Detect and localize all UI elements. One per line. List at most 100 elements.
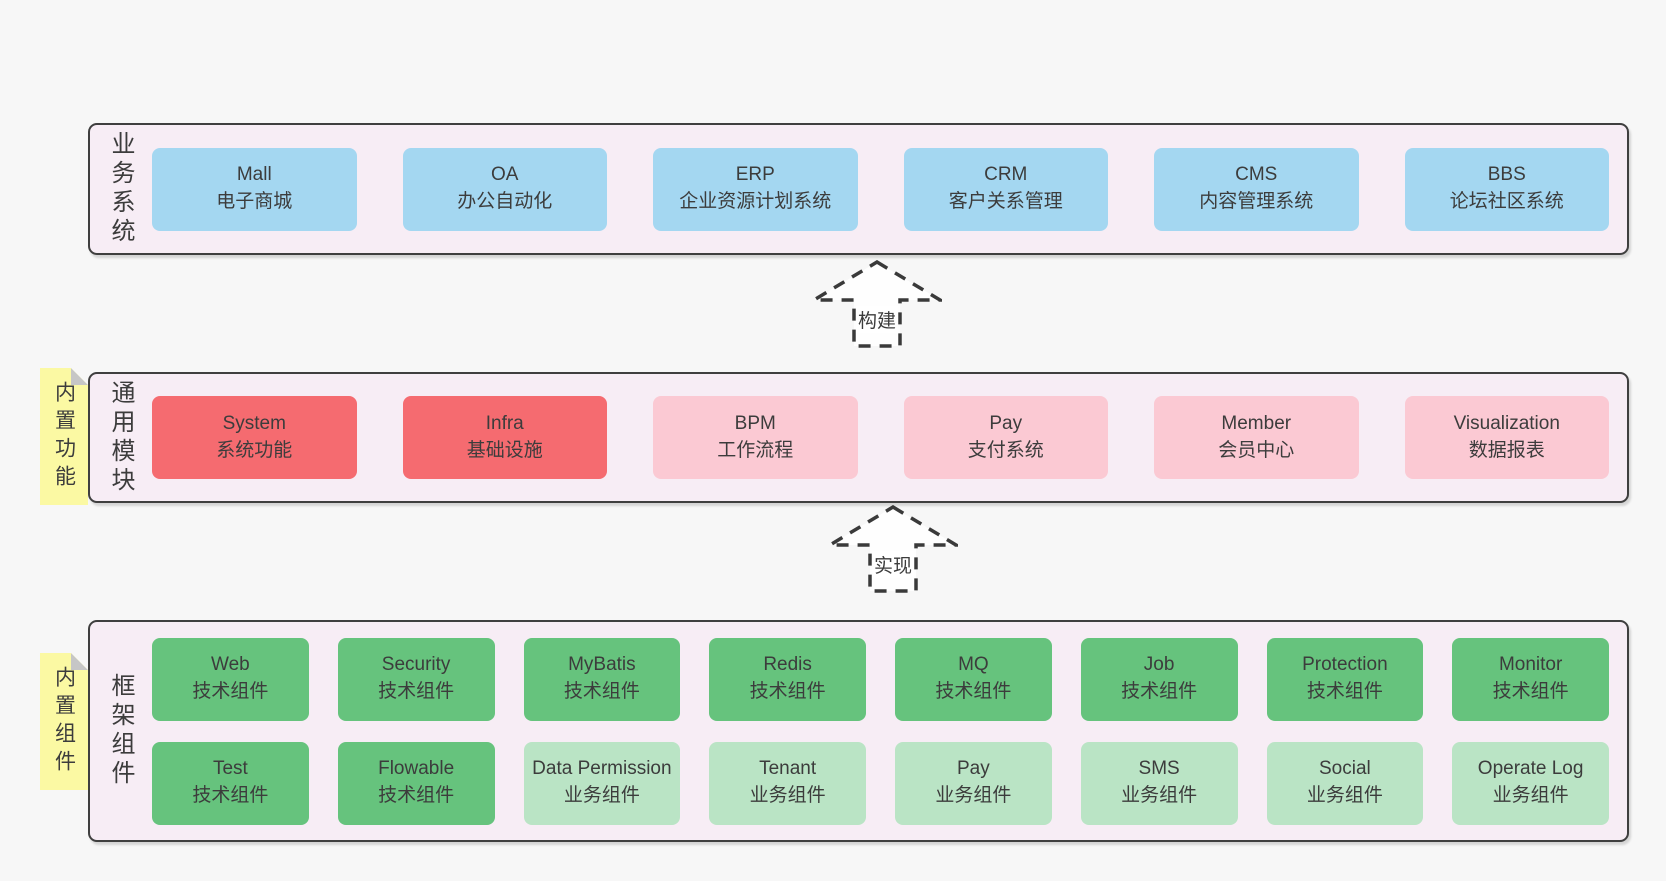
box-job: Job 技术组件	[1080, 637, 1238, 721]
box-title: Web	[211, 654, 250, 676]
box-title: Infra	[485, 412, 524, 434]
band-common-modules: 通用模块 System 系统功能 Infra 基础设施 BPM 工作流程 Pay…	[88, 372, 1629, 503]
box-subtitle: 技术组件	[1121, 681, 1198, 702]
box-subtitle: 工作流程	[717, 439, 794, 461]
box-title: OA	[491, 164, 519, 186]
box-infra: Infra 基础设施	[402, 396, 607, 479]
box-tenant: Tenant 业务组件	[709, 741, 866, 825]
box-title: CRM	[984, 164, 1028, 186]
band-components-label: 框架组件	[107, 673, 134, 789]
band-business-systems: 业务系统 Mall 电子商城 OA 办公自动化 ERP 企业资源计划系统 CRM…	[88, 123, 1629, 255]
box-subtitle: 企业资源计划系统	[679, 191, 832, 212]
box-bbs: BBS 论坛社区系统	[1404, 147, 1609, 231]
box-subtitle: 技术组件	[563, 681, 640, 702]
box-data-permission: Data Permission 业务组件	[523, 741, 681, 825]
box-title: Test	[212, 758, 248, 780]
box-member: Member 会员中心	[1154, 396, 1359, 479]
box-title: Monitor	[1498, 654, 1563, 676]
up-arrow-icon	[812, 260, 942, 348]
components-row-2: Test 技术组件 Flowable 技术组件 Data Permission …	[152, 741, 1609, 825]
box-subtitle: 系统功能	[216, 439, 293, 461]
box-erp: ERP 企业资源计划系统	[653, 147, 858, 231]
box-title: Pay	[957, 758, 990, 780]
box-title: Data Permission	[532, 758, 672, 780]
box-title: Protection	[1302, 654, 1388, 676]
box-title: Redis	[763, 654, 812, 676]
box-subtitle: 技术组件	[192, 785, 269, 806]
box-title: Operate Log	[1477, 758, 1584, 780]
box-subtitle: 技术组件	[378, 681, 455, 702]
box-subtitle: 论坛社区系统	[1449, 191, 1564, 212]
box-title: CMS	[1235, 164, 1278, 186]
box-monitor: Monitor 技术组件	[1452, 637, 1609, 721]
box-pay-business: Pay 业务组件	[895, 741, 1052, 825]
box-subtitle: 技术组件	[935, 681, 1012, 702]
arrow-implement: 实现	[828, 505, 958, 593]
note-built-in-features: 内置功能	[40, 368, 88, 505]
box-title: Visualization	[1453, 412, 1560, 434]
arrow-build-label: 构建	[855, 305, 899, 333]
box-title: BPM	[734, 412, 776, 434]
box-title: Pay	[989, 412, 1023, 434]
box-subtitle: 业务组件	[1121, 785, 1198, 806]
box-subtitle: 技术组件	[1492, 681, 1569, 702]
box-title: Job	[1143, 654, 1175, 676]
box-subtitle: 办公自动化	[457, 191, 553, 212]
box-title: Security	[381, 654, 451, 676]
box-pay: Pay 支付系统	[903, 396, 1108, 479]
box-title: ERP	[735, 164, 775, 186]
box-subtitle: 业务组件	[749, 785, 826, 806]
note-label: 内置组件	[52, 665, 76, 778]
box-social: Social 业务组件	[1266, 741, 1424, 825]
box-title: MQ	[958, 654, 989, 676]
box-subtitle: 业务组件	[1306, 785, 1383, 806]
box-flowable: Flowable 技术组件	[337, 741, 495, 825]
up-arrow-icon	[828, 505, 958, 593]
note-built-in-components: 内置组件	[40, 653, 88, 790]
note-label: 内置功能	[52, 380, 76, 493]
box-redis: Redis 技术组件	[709, 637, 866, 721]
box-sms: SMS 业务组件	[1080, 741, 1238, 825]
box-subtitle: 技术组件	[1306, 681, 1383, 702]
box-title: Tenant	[759, 758, 817, 780]
band-business-label: 业务系统	[107, 131, 134, 247]
box-subtitle: 业务组件	[935, 785, 1012, 806]
box-subtitle: 会员中心	[1218, 439, 1295, 461]
box-web: Web 技术组件	[152, 637, 309, 721]
arrow-implement-label: 实现	[871, 550, 915, 578]
modules-boxes-row: System 系统功能 Infra 基础设施 BPM 工作流程 Pay 支付系统…	[152, 396, 1609, 479]
box-visualization: Visualization 数据报表	[1404, 396, 1609, 479]
box-security: Security 技术组件	[337, 637, 495, 721]
box-subtitle: 基础设施	[466, 439, 543, 461]
box-subtitle: 业务组件	[1492, 785, 1569, 806]
components-row-1: Web 技术组件 Security 技术组件 MyBatis 技术组件 Redi…	[152, 637, 1609, 721]
box-protection: Protection 技术组件	[1266, 637, 1424, 721]
box-title: Mall	[236, 164, 272, 186]
box-subtitle: 电子商城	[216, 191, 293, 212]
box-subtitle: 客户关系管理	[948, 191, 1063, 212]
band-modules-label: 通用模块	[107, 379, 134, 496]
box-oa: OA 办公自动化	[402, 147, 607, 231]
box-crm: CRM 客户关系管理	[903, 147, 1108, 231]
box-subtitle: 内容管理系统	[1199, 191, 1314, 212]
box-test: Test 技术组件	[152, 741, 309, 825]
box-title: Social	[1319, 758, 1371, 780]
arrow-build: 构建	[812, 260, 942, 348]
band-framework-components: 框架组件 Web 技术组件 Security 技术组件 MyBatis 技术组件…	[88, 620, 1629, 842]
box-subtitle: 支付系统	[967, 439, 1044, 461]
box-subtitle: 业务组件	[563, 785, 640, 806]
box-system: System 系统功能	[152, 396, 357, 479]
business-boxes-row: Mall 电子商城 OA 办公自动化 ERP 企业资源计划系统 CRM 客户关系…	[152, 147, 1609, 231]
box-title: SMS	[1138, 758, 1180, 780]
box-subtitle: 技术组件	[378, 785, 455, 806]
box-mybatis: MyBatis 技术组件	[523, 637, 681, 721]
box-title: Member	[1221, 412, 1292, 434]
box-operate-log: Operate Log 业务组件	[1452, 741, 1609, 825]
box-mall: Mall 电子商城	[152, 147, 357, 231]
box-subtitle: 技术组件	[749, 681, 826, 702]
box-title: Flowable	[378, 758, 455, 780]
box-subtitle: 技术组件	[192, 681, 269, 702]
box-cms: CMS 内容管理系统	[1154, 147, 1359, 231]
box-title: MyBatis	[568, 654, 636, 676]
